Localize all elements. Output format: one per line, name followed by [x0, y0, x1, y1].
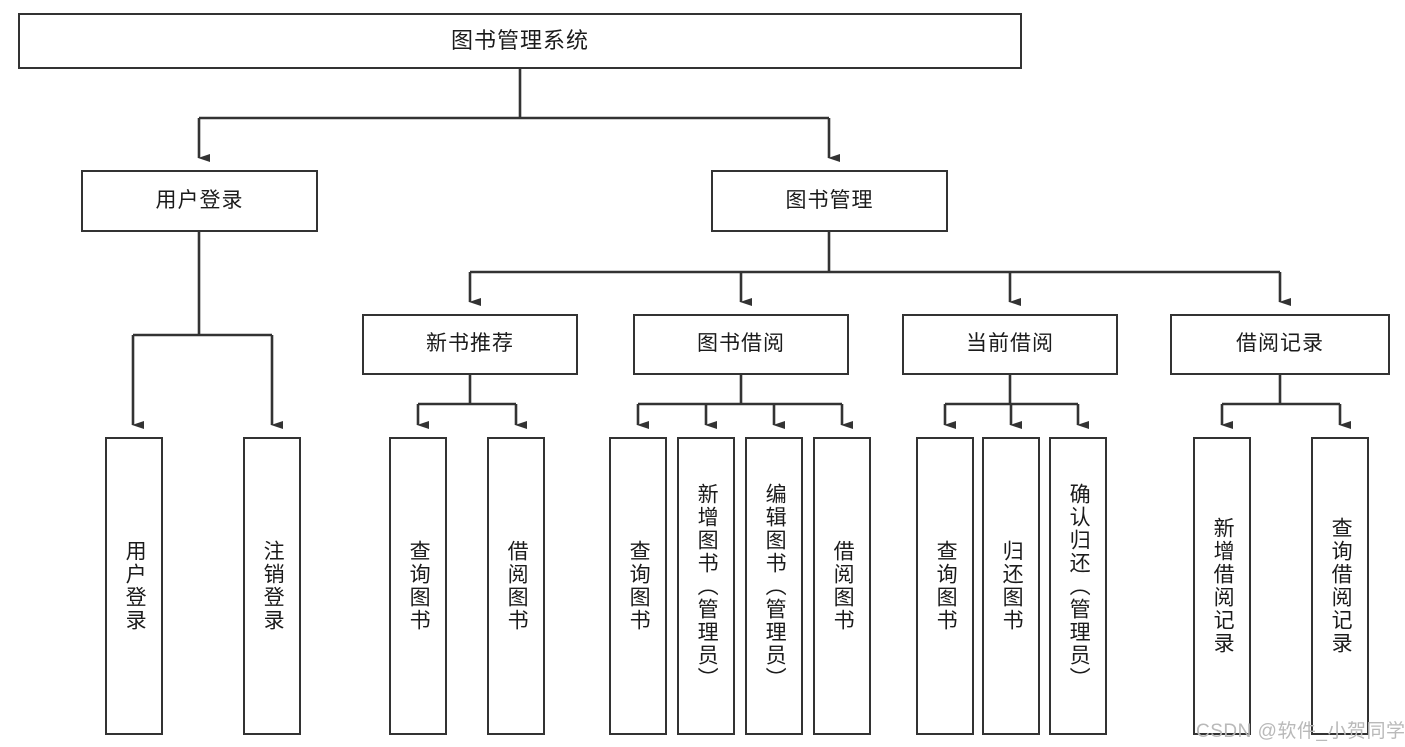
node-leaf-bb-edit-book[interactable]: 编辑图书（管理员） [745, 437, 803, 735]
node-user-login[interactable]: 用户登录 [81, 170, 318, 232]
node-leaf-cb-query-book-label: 查询图书 [934, 540, 958, 632]
node-book-manage-label: 图书管理 [785, 188, 874, 212]
node-leaf-user-login[interactable]: 用户登录 [105, 437, 163, 735]
node-leaf-bb-add-book[interactable]: 新增图书（管理员） [677, 437, 735, 735]
node-leaf-br-query-record[interactable]: 查询借阅记录 [1311, 437, 1369, 735]
node-book-borrow[interactable]: 图书借阅 [633, 314, 849, 375]
node-leaf-user-login-label: 用户登录 [123, 540, 147, 632]
node-user-login-label: 用户登录 [155, 188, 244, 212]
node-borrow-record[interactable]: 借阅记录 [1170, 314, 1390, 375]
node-leaf-br-add-record[interactable]: 新增借阅记录 [1193, 437, 1251, 735]
node-leaf-cb-return-book-label: 归还图书 [1000, 540, 1024, 632]
node-leaf-bb-query-book[interactable]: 查询图书 [609, 437, 667, 735]
node-leaf-rec-borrow-book-label: 借阅图书 [505, 540, 529, 632]
node-leaf-rec-borrow-book[interactable]: 借阅图书 [487, 437, 545, 735]
node-new-book-rec-label: 新书推荐 [426, 332, 514, 356]
csdn-watermark: CSDN @软件_小贺同学 [1196, 721, 1405, 742]
node-current-borrow[interactable]: 当前借阅 [902, 314, 1118, 375]
node-borrow-record-label: 借阅记录 [1236, 332, 1324, 356]
node-leaf-cb-query-book[interactable]: 查询图书 [916, 437, 974, 735]
node-new-book-rec[interactable]: 新书推荐 [362, 314, 578, 375]
node-leaf-br-add-record-label: 新增借阅记录 [1211, 517, 1235, 655]
node-leaf-user-logout[interactable]: 注销登录 [243, 437, 301, 735]
node-leaf-rec-query-book-label: 查询图书 [407, 540, 431, 632]
node-leaf-bb-borrow-book[interactable]: 借阅图书 [813, 437, 871, 735]
node-leaf-user-logout-label: 注销登录 [261, 540, 285, 632]
node-book-manage[interactable]: 图书管理 [711, 170, 948, 232]
node-leaf-bb-query-book-label: 查询图书 [627, 540, 651, 632]
node-current-borrow-label: 当前借阅 [966, 332, 1054, 356]
node-root[interactable]: 图书管理系统 [18, 13, 1022, 69]
node-leaf-cb-return-book[interactable]: 归还图书 [982, 437, 1040, 735]
node-book-borrow-label: 图书借阅 [697, 332, 785, 356]
node-leaf-bb-add-book-label: 新增图书（管理员） [695, 482, 719, 690]
node-leaf-rec-query-book[interactable]: 查询图书 [389, 437, 447, 735]
node-leaf-br-query-record-label: 查询借阅记录 [1329, 517, 1353, 655]
node-leaf-cb-confirm-return[interactable]: 确认归还（管理员） [1049, 437, 1107, 735]
node-leaf-cb-confirm-return-label: 确认归还（管理员） [1067, 482, 1091, 690]
node-leaf-bb-edit-book-label: 编辑图书（管理员） [763, 482, 787, 690]
node-root-label: 图书管理系统 [450, 28, 589, 54]
node-leaf-bb-borrow-book-label: 借阅图书 [831, 540, 855, 632]
